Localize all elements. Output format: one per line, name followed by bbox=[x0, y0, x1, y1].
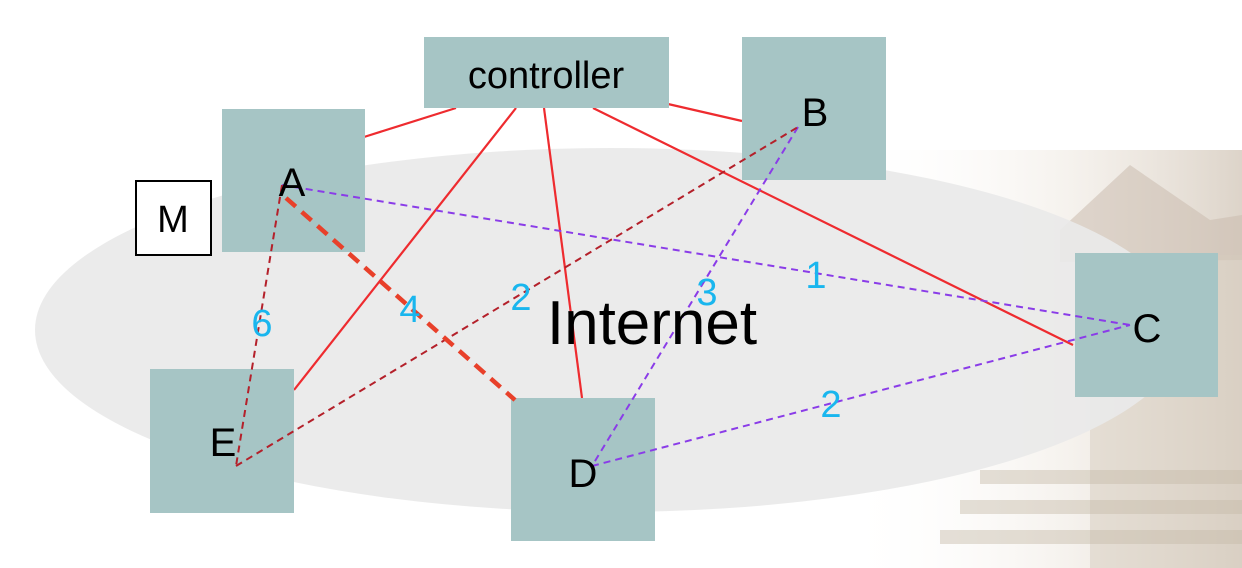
weight-d-c: 2 bbox=[820, 384, 841, 426]
node-c-label: C bbox=[1133, 307, 1162, 351]
controller-link-d bbox=[542, 107, 584, 399]
stair-step-3 bbox=[940, 530, 1242, 544]
node-b-label: B bbox=[802, 91, 829, 135]
node-e-label: E bbox=[210, 421, 237, 465]
overlay-links bbox=[235, 126, 1131, 467]
edge-weights: 1 2 2 3 4 6 bbox=[251, 255, 841, 426]
controller-links bbox=[293, 102, 1074, 399]
monitor-box bbox=[135, 180, 212, 256]
node-d-label: D bbox=[569, 452, 598, 496]
node-a-label: A bbox=[279, 161, 306, 205]
weight-b-d: 3 bbox=[696, 272, 717, 314]
controller-link-b bbox=[667, 102, 743, 123]
controller-link-a bbox=[363, 106, 457, 139]
weight-a-d: 4 bbox=[399, 289, 420, 331]
stair-step-1 bbox=[980, 470, 1242, 484]
overlay-link-b-d bbox=[591, 126, 799, 467]
node-c-box bbox=[1075, 253, 1218, 397]
node-e-box bbox=[150, 369, 294, 513]
controller-link-e bbox=[293, 107, 517, 391]
controller-label: controller bbox=[468, 55, 625, 97]
node-a-box bbox=[222, 109, 365, 252]
node-d-box bbox=[511, 398, 655, 541]
node-b-box bbox=[742, 37, 886, 180]
weight-e-b: 2 bbox=[510, 277, 531, 319]
internet-label: Internet bbox=[547, 289, 757, 358]
controller-link-c bbox=[592, 107, 1074, 346]
overlay-link-e-b bbox=[235, 126, 799, 467]
weight-a-c: 1 bbox=[805, 255, 826, 297]
weight-a-e: 6 bbox=[251, 303, 272, 345]
overlay-link-d-c bbox=[591, 324, 1131, 467]
nodes bbox=[150, 37, 1218, 541]
overlay-link-a-d bbox=[284, 196, 517, 402]
stair-step-2 bbox=[960, 500, 1242, 514]
controller-box bbox=[424, 37, 669, 108]
monitor-label: M bbox=[157, 199, 189, 241]
